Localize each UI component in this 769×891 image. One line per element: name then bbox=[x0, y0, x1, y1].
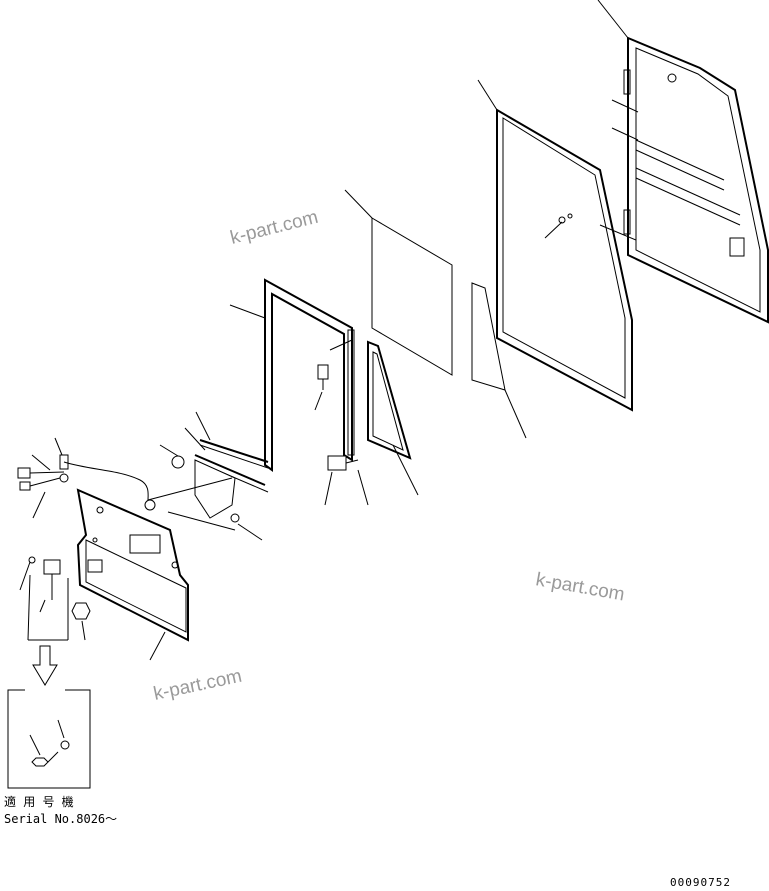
change-arrow bbox=[32, 645, 58, 686]
weather-strip bbox=[229, 278, 355, 472]
triangle-glass bbox=[367, 340, 419, 496]
watermark-1: k-part.com bbox=[228, 207, 320, 249]
drawing-number: 00090752 bbox=[670, 876, 731, 889]
mounting-plate bbox=[76, 488, 189, 661]
screw-parts bbox=[314, 339, 369, 506]
door-glass bbox=[477, 79, 633, 412]
serial-number: Serial No.8026～ bbox=[4, 812, 118, 826]
bolt-nut bbox=[19, 556, 91, 641]
corner-glass bbox=[471, 282, 527, 439]
lock-mechanism bbox=[144, 444, 263, 541]
window-panel bbox=[344, 189, 453, 376]
door-frame bbox=[597, 0, 769, 324]
watermark-2: k-part.com bbox=[534, 569, 626, 605]
cable-assembly bbox=[17, 437, 149, 519]
serial-change-box bbox=[7, 689, 91, 789]
watermark-3: k-part.com bbox=[152, 666, 244, 705]
applicability-label: 適 用 号 機 bbox=[4, 795, 74, 809]
